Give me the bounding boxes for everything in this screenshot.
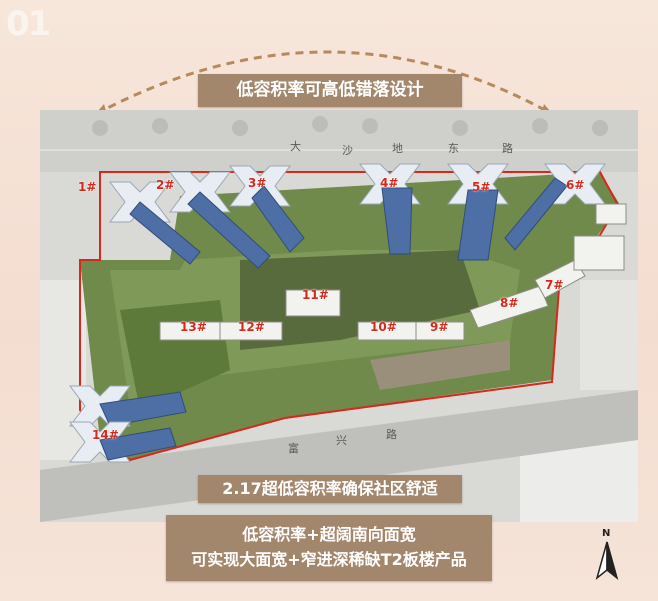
building-label-7: 7#: [545, 278, 564, 292]
block-11: [285, 289, 341, 317]
building-label-10: 10#: [370, 320, 397, 334]
south-road: [40, 390, 638, 522]
north-road-char-3: 地: [392, 142, 403, 155]
north-arrow-icon: [595, 541, 619, 581]
building-label-12: 12#: [238, 320, 265, 334]
south-road-char-2: 兴: [336, 434, 347, 447]
compass: N: [592, 528, 622, 586]
top-banner: 低容积率可高低错落设计: [198, 74, 462, 107]
south-road-char-1: 富: [288, 442, 299, 455]
block-12: [219, 321, 283, 341]
north-road-char-2: 沙: [342, 144, 353, 157]
building-label-3: 3#: [248, 176, 267, 190]
block-6-annex: [595, 203, 627, 225]
southeast-block: [520, 440, 638, 522]
block-8: [469, 285, 549, 329]
building-label-13: 13#: [180, 320, 207, 334]
south-road-char-3: 路: [386, 428, 397, 441]
block-7: [534, 259, 586, 299]
building-label-8: 8#: [500, 296, 519, 310]
tower-group: [69, 163, 606, 463]
slab-group: [159, 203, 627, 341]
watermark: 01: [6, 4, 51, 44]
east-block: [580, 280, 638, 390]
block-east: [573, 235, 625, 271]
bottom-banner-line-1: 低容积率+超阔南向面宽: [242, 525, 416, 544]
building-label-4: 4#: [380, 176, 399, 190]
building-label-9: 9#: [430, 320, 449, 334]
building-label-1: 1#: [78, 180, 97, 194]
bottom-banner: 低容积率+超阔南向面宽 可实现大面宽+窄进深稀缺T2板楼产品: [166, 515, 492, 581]
mid-banner: 2.17超低容积率确保社区舒适: [198, 475, 462, 503]
north-road-char-5: 路: [502, 142, 513, 155]
bottom-banner-line-2: 可实现大面宽+窄进深稀缺T2板楼产品: [191, 550, 467, 569]
building-label-5: 5#: [472, 180, 491, 194]
compass-north-label: N: [602, 528, 611, 539]
building-label-6: 6#: [566, 178, 585, 192]
building-label-11: 11#: [302, 288, 329, 302]
site-plan-map: 大 沙 地 东 路 富 兴 路 1# 2# 3# 4# 5# 6# 7# 8# …: [40, 110, 638, 522]
north-road-char-4: 东: [448, 142, 459, 155]
block-9: [415, 321, 465, 341]
north-road: [40, 110, 638, 172]
site-plan-drawing: [40, 110, 638, 522]
building-label-2: 2#: [156, 178, 175, 192]
north-road-char-1: 大: [290, 140, 301, 153]
building-label-14: 14#: [92, 428, 119, 442]
